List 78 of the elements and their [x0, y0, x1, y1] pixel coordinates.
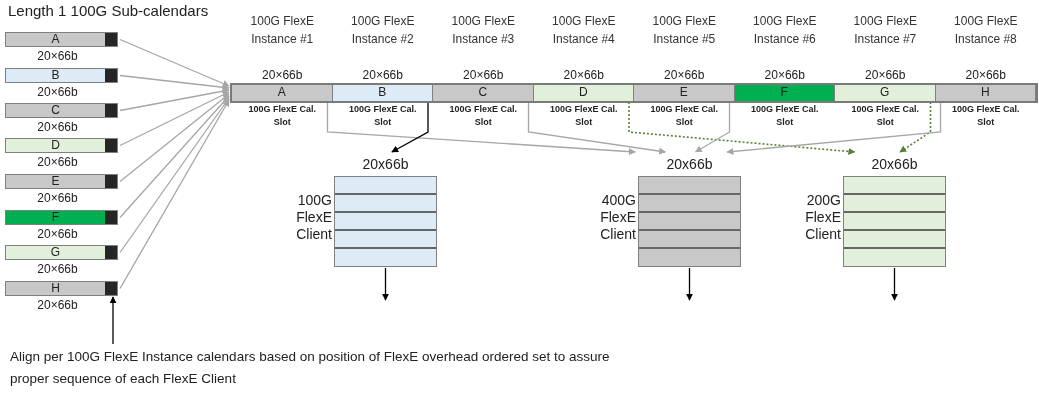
slot-letter: D — [50, 139, 61, 152]
diagram-title: Length 1 100G Sub-calendars — [8, 1, 209, 21]
slot-caption: 100G FlexE Cal. Slot — [548, 103, 619, 129]
arrow — [109, 296, 117, 345]
arrow — [326, 101, 636, 156]
arrow — [891, 267, 898, 301]
block-size-label: 20x66b — [361, 156, 410, 173]
slot-letter: G — [49, 246, 62, 259]
client-label: 400G FlexE Client — [599, 192, 636, 243]
block-size-label: 20×66b — [36, 85, 79, 99]
slot-caption: 100G FlexE Cal. Slot — [448, 103, 518, 129]
arrow — [382, 267, 389, 301]
sub-calendar-bar — [5, 245, 118, 260]
block-size-label: 20×66b — [361, 68, 404, 83]
arrow — [527, 101, 667, 155]
client-label: 100G FlexE Client — [295, 192, 332, 243]
slot-caption: 100G FlexE Cal. Slot — [247, 103, 317, 129]
slot-letter: B — [50, 69, 61, 82]
note-text: Align per 100G FlexE Instance calendars based on position of FlexE overhead ordered set to assure proper sequence of each FlexE Client — [10, 346, 610, 392]
sub-calendar-bar — [5, 68, 118, 83]
slot-letter: C — [50, 104, 61, 117]
block-size-label: 20×66b — [36, 155, 79, 169]
instance-heading: 100G FlexE Instance #5 — [651, 13, 717, 48]
arrow — [119, 95, 230, 219]
sub-calendar-bar — [5, 138, 118, 153]
arrow — [694, 101, 731, 153]
block-size-label: 20×66b — [462, 68, 505, 83]
slot-caption: 100G FlexE Cal. Slot — [850, 103, 920, 129]
block-size-label: 20x66b — [870, 156, 919, 173]
arrow — [686, 267, 693, 301]
sub-calendar-bar — [5, 210, 118, 225]
arrow — [119, 93, 230, 183]
sub-calendar-bar — [5, 281, 118, 296]
slot-letter: E — [50, 175, 61, 188]
arrow — [119, 99, 230, 290]
block-size-label: 20×66b — [36, 191, 79, 205]
block-size-label: 20×66b — [36, 120, 79, 134]
instance-heading: 100G FlexE Instance #2 — [350, 13, 416, 48]
slot-letter: F — [50, 211, 61, 224]
sub-calendar-bar — [5, 103, 118, 118]
block-size-label: 20×66b — [36, 262, 79, 276]
arrow — [119, 38, 230, 87]
arrow — [119, 91, 230, 147]
sub-calendar-bar — [5, 32, 118, 47]
calendar-slot: F — [734, 85, 835, 101]
instance-heading: 100G FlexE Instance #6 — [752, 13, 818, 48]
client-label: 200G FlexE Client — [804, 192, 841, 243]
block-size-label: 20×66b — [261, 68, 304, 83]
arrow — [119, 74, 230, 91]
slot-caption: 100G FlexE Cal. Slot — [950, 103, 1021, 129]
slot-caption: 100G FlexE Cal. Slot — [347, 103, 418, 129]
sub-calendar-bar — [5, 174, 118, 189]
calendar-slot: B — [332, 85, 433, 101]
slot-letter: H — [50, 282, 61, 295]
arrow — [726, 101, 942, 155]
calendar-slot: D — [533, 85, 634, 101]
arrow — [119, 97, 230, 254]
block-size-label: 20×66b — [36, 298, 79, 312]
block-size-label: 20×66b — [562, 68, 605, 83]
slot-caption: 100G FlexE Cal. Slot — [649, 103, 719, 129]
block-size-label: 20×66b — [663, 68, 706, 83]
arrow — [391, 101, 429, 153]
slot-caption: 100G FlexE Cal. Slot — [749, 103, 820, 129]
block-size-label: 20×66b — [964, 68, 1007, 83]
block-size-label: 20×66b — [763, 68, 806, 83]
instance-heading: 100G FlexE Instance #4 — [551, 13, 617, 48]
instance-heading: 100G FlexE Instance #8 — [953, 13, 1019, 48]
arrow — [119, 87, 230, 112]
block-size-label: 20×66b — [864, 68, 907, 83]
calendar-row — [230, 83, 1038, 103]
instance-heading: 100G FlexE Instance #3 — [450, 13, 516, 48]
block-size-label: 20×66b — [36, 49, 79, 63]
block-size-label: 20×66b — [36, 227, 79, 241]
instance-heading: 100G FlexE Instance #7 — [852, 13, 918, 48]
calendar-slot: G — [835, 85, 936, 101]
block-size-label: 20x66b — [665, 156, 714, 173]
slot-letter: A — [50, 33, 61, 46]
instance-heading: 100G FlexE Instance #1 — [249, 13, 315, 48]
